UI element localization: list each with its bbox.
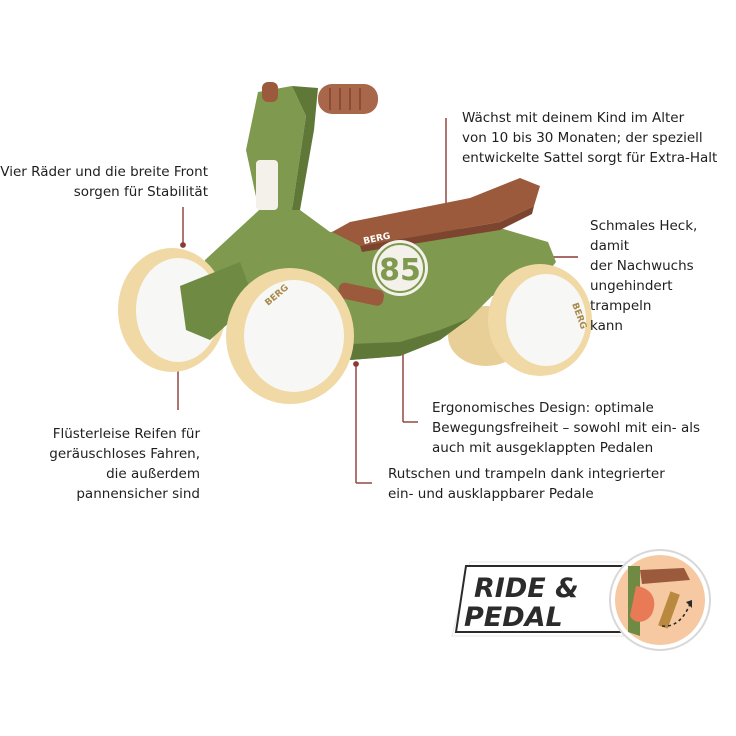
leader-dot-pedals [353,361,359,367]
badge-saddle [640,568,690,584]
bike-body-shadow [240,318,470,360]
badge-line-2: PEDAL [464,602,563,633]
badge-pedal-icon [630,586,655,622]
pedal [337,282,385,306]
race-number: 85 [379,253,421,288]
saddle [332,178,540,246]
front-right-wheel-hub [244,280,344,392]
callout-tires: Flüsterleise Reifen für geräuschloses Fa… [49,426,200,502]
badge-line-1: RIDE & [474,573,579,604]
handlebar-right-grip [318,84,378,114]
leader-dot-stability [180,242,186,248]
front-panel [256,160,278,210]
callout-pedals: Rutschen und trampeln dank integrierter … [388,466,665,502]
handlebar-left-grip [262,82,278,102]
front-axle-housing [180,262,254,340]
number-roundel [372,240,428,296]
callout-design: Ergonomisches Design: optimale Bewegungs… [432,400,701,456]
callout-age: Wächst mit deinem Kind im Alter von 10 b… [462,110,718,166]
rear-right-wheel-hub [506,274,586,366]
steering-column-shadow [292,86,318,210]
badge-pedal-fold-icon [658,591,680,629]
callout-stability: Vier Räder und die breite Front sorgen f… [0,164,208,200]
badge-fold-arrow-icon [661,603,691,627]
callout-rear: Schmales Heck, damit der Nachwuchs ungeh… [590,218,698,334]
